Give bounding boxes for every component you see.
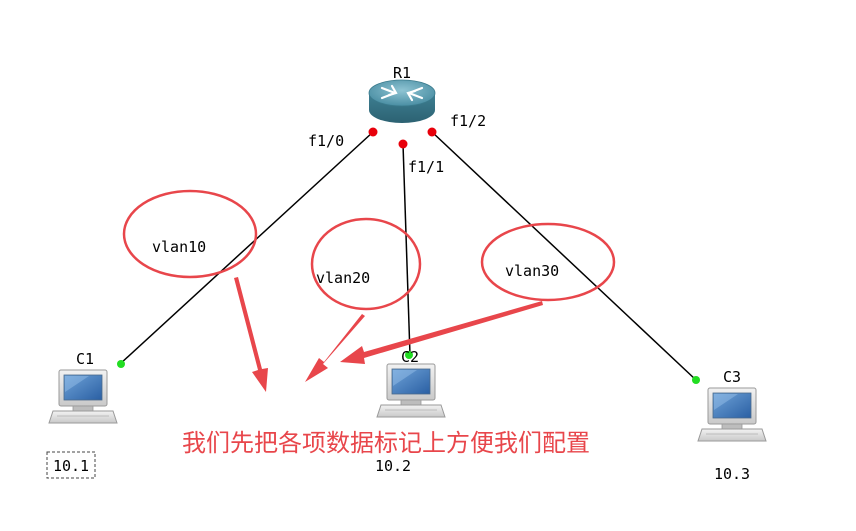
annotation-arrow-3 [340,301,543,364]
ip-c3: 10.3 [714,465,750,483]
port-label-f1-1: f1/1 [408,158,444,176]
host-name-c2: C2 [401,348,419,366]
vlan20-label: vlan20 [316,269,370,287]
port-f1-1-dot [398,139,408,149]
port-f1-2-dot [427,127,437,137]
router-r1[interactable] [368,79,436,123]
router-name: R1 [393,64,411,82]
port-c2-dot [405,351,413,359]
link-r1-c1 [119,131,374,365]
host-name-c3: C3 [723,368,741,386]
vlan30-circle [480,222,616,302]
ip-c1: 10.1 [53,457,89,475]
link-r1-c3 [431,131,697,381]
vlan30-label: vlan30 [505,262,559,280]
router-arrows-icon [380,84,424,102]
annotation-arrow-1 [234,277,268,392]
annotation-arrow-2 [305,314,365,382]
vlan10-circle [122,189,258,279]
link-r1-c2 [402,143,411,356]
pc-c1[interactable] [48,369,118,424]
port-c3-dot [692,376,700,384]
host-name-c1: C1 [76,350,94,368]
vlan20-circle [310,217,422,311]
pc-c2[interactable] [376,363,446,418]
ip-c2: 10.2 [375,457,411,475]
annotation-text: 我们先把各项数据标记上方便我们配置 [182,429,590,457]
port-c1-dot [117,360,125,368]
port-f1-0-dot [368,127,378,137]
vlan10-label: vlan10 [152,238,206,256]
port-label-f1-0: f1/0 [308,132,344,150]
pc-c3[interactable] [697,387,767,442]
ip-c1-box [46,451,96,479]
port-label-f1-2: f1/2 [450,112,486,130]
